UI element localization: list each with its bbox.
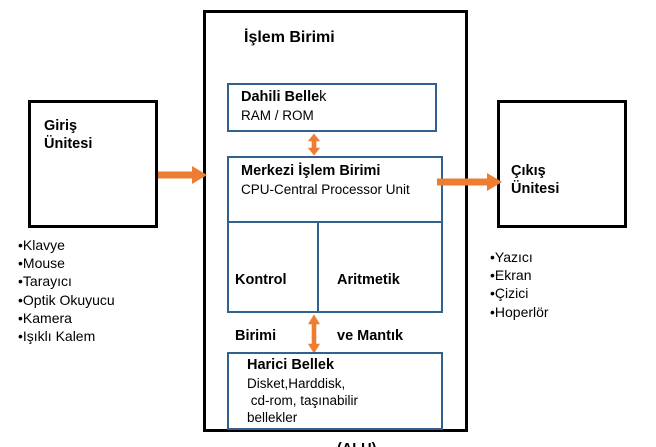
list-item: •Işıklı Kalem — [18, 327, 193, 345]
list-item-label: Optik Okuyucu — [22, 291, 115, 308]
output-unit-label-line2: Ünitesi — [511, 181, 560, 198]
processing-to-output-arrow — [437, 173, 502, 191]
alu-line2: ve Mantık — [337, 328, 404, 345]
input-unit-label-line2: Ünitesi — [44, 136, 93, 153]
cpu-header-text: Merkezi İşlem Birimi CPU-Central Process… — [241, 162, 446, 198]
cpu-header-divider — [229, 221, 441, 223]
bullet-icon: • — [18, 273, 23, 290]
bullet-icon: • — [18, 255, 23, 272]
internal-memory-text: Dahili Bellek RAM / ROM — [241, 88, 436, 124]
control-unit-label: Kontrol Birimi — [235, 233, 315, 384]
internal-memory-heading-tail: k — [319, 89, 327, 105]
alu-line1: Aritmetik — [337, 271, 400, 288]
internal-memory-heading: Dahili Bellek — [241, 88, 436, 107]
internal-memory-box — [227, 83, 437, 132]
list-item: •Tarayıcı — [18, 272, 193, 290]
list-item: •Çizici — [490, 284, 650, 302]
external-memory-line1: Disket,Harddisk, — [247, 375, 346, 391]
output-unit-label: Çıkış Ünitesi — [511, 162, 621, 198]
bullet-icon: • — [490, 285, 495, 302]
cpu-box — [227, 156, 443, 313]
list-item: •Yazıcı — [490, 248, 650, 266]
output-unit-box — [497, 100, 627, 228]
list-item-label: Hoperlör — [494, 303, 549, 320]
bullet-icon: • — [18, 237, 23, 253]
control-unit-line1: Kontrol — [235, 271, 287, 288]
input-to-processing-arrow — [158, 166, 207, 184]
processing-unit-title: İşlem Birimi — [244, 29, 335, 46]
internal-memory-subtitle: RAM / ROM — [241, 107, 314, 123]
external-memory-line2: cd-rom, taşınabilir — [247, 392, 359, 408]
list-item: •Klavye — [18, 236, 193, 254]
external-memory-text: Harici Bellek Disket,Harddisk, cd-rom, t… — [247, 356, 447, 426]
input-unit-label-line1: Giriş — [44, 118, 78, 134]
list-item-label: Klavye — [22, 237, 65, 253]
bullet-icon: • — [490, 267, 495, 284]
cpu-external-memory-arrow — [307, 314, 321, 354]
cpu-subtitle: CPU-Central Processor Unit — [241, 181, 410, 197]
list-item-label: Tarayıcı — [22, 273, 72, 290]
input-unit-bullet-list: •Klavye •Mouse •Tarayıcı •Optik Okuyucu … — [18, 236, 193, 345]
list-item: •Mouse — [18, 254, 193, 272]
bullet-icon: • — [18, 327, 23, 344]
bullet-icon: • — [490, 303, 495, 320]
output-unit-label-line1: Çıkış — [511, 163, 546, 179]
list-item: •Ekran — [490, 266, 650, 284]
list-item-label: Çizici — [494, 285, 529, 302]
list-item-label: Yazıcı — [494, 249, 533, 265]
input-unit-label: Giriş Ünitesi — [44, 117, 154, 153]
cpu-heading: Merkezi İşlem Birimi — [241, 163, 381, 179]
cpu-column-divider — [317, 222, 319, 312]
bullet-icon: • — [490, 249, 495, 265]
list-item: •Kamera — [18, 309, 193, 327]
memory-cpu-arrow — [307, 133, 321, 156]
list-item-label: Kamera — [22, 309, 72, 326]
list-item: •Hoperlör — [490, 303, 650, 321]
output-unit-bullet-list: •Yazıcı •Ekran •Çizici •Hoperlör — [490, 248, 650, 321]
internal-memory-heading-main: Dahili Belle — [241, 89, 320, 105]
external-memory-box — [227, 352, 443, 430]
alu-line4: (ALU) — [337, 440, 442, 447]
control-unit-line2: Birimi — [235, 328, 277, 345]
external-memory-heading: Harici Bellek — [247, 357, 335, 373]
bullet-icon: • — [18, 309, 23, 326]
list-item: •Optik Okuyucu — [18, 291, 193, 309]
list-item-label: Ekran — [494, 267, 532, 284]
input-unit-box — [28, 100, 158, 228]
external-memory-line3: bellekler — [247, 410, 298, 426]
bullet-icon: • — [18, 291, 23, 308]
list-item-label: Mouse — [22, 255, 65, 272]
list-item-label: Işıklı Kalem — [22, 327, 96, 344]
